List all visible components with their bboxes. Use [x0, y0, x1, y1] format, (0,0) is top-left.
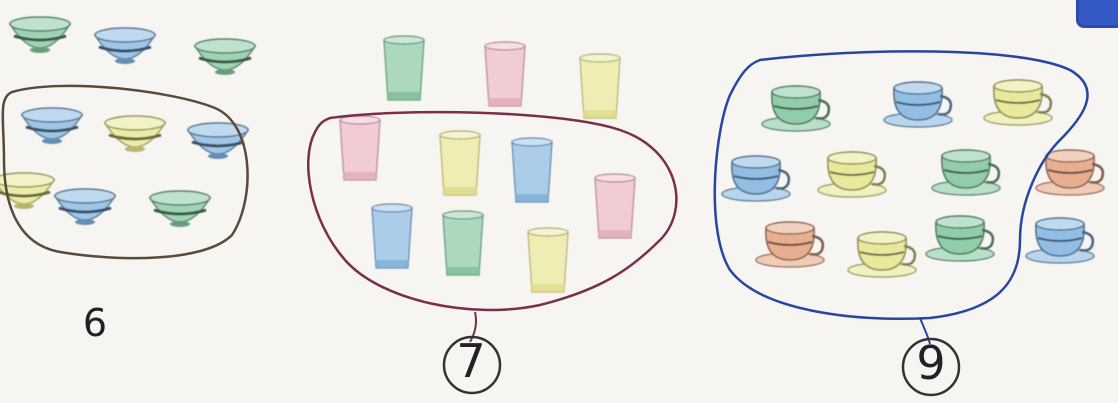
bowl-6 — [188, 123, 248, 159]
bowl-3 — [195, 39, 255, 75]
cup-1 — [762, 86, 830, 131]
count-label-9: 9 — [903, 340, 959, 386]
glass-9 — [443, 211, 483, 275]
glass-4 — [340, 116, 380, 180]
glass-6 — [512, 138, 552, 202]
cup-6 — [932, 150, 1000, 195]
cup-3 — [984, 80, 1052, 125]
glass-5 — [440, 131, 480, 195]
bowl-8 — [55, 189, 115, 225]
glass-1 — [384, 36, 424, 100]
bowl-9 — [150, 191, 210, 227]
cup-5 — [818, 152, 886, 197]
glass-10 — [528, 228, 568, 292]
cup-10 — [926, 216, 994, 261]
cup-2 — [884, 82, 952, 127]
glass-2 — [485, 42, 525, 106]
glass-8 — [372, 204, 412, 268]
cup-4 — [722, 156, 790, 201]
cup-9 — [848, 232, 916, 277]
glass-7 — [595, 174, 635, 238]
bowl-5 — [105, 116, 165, 152]
count-label-6: 6 — [70, 304, 120, 342]
corner-badge-icon — [1076, 0, 1118, 28]
count-label-7: 7 — [443, 338, 499, 384]
cup-8 — [756, 222, 824, 267]
glass-3 — [580, 54, 620, 118]
cup-11 — [1026, 218, 1094, 263]
bowl-1 — [10, 17, 70, 53]
bowl-2 — [95, 28, 155, 64]
bowl-7 — [0, 173, 54, 209]
bowl-4 — [22, 108, 82, 144]
